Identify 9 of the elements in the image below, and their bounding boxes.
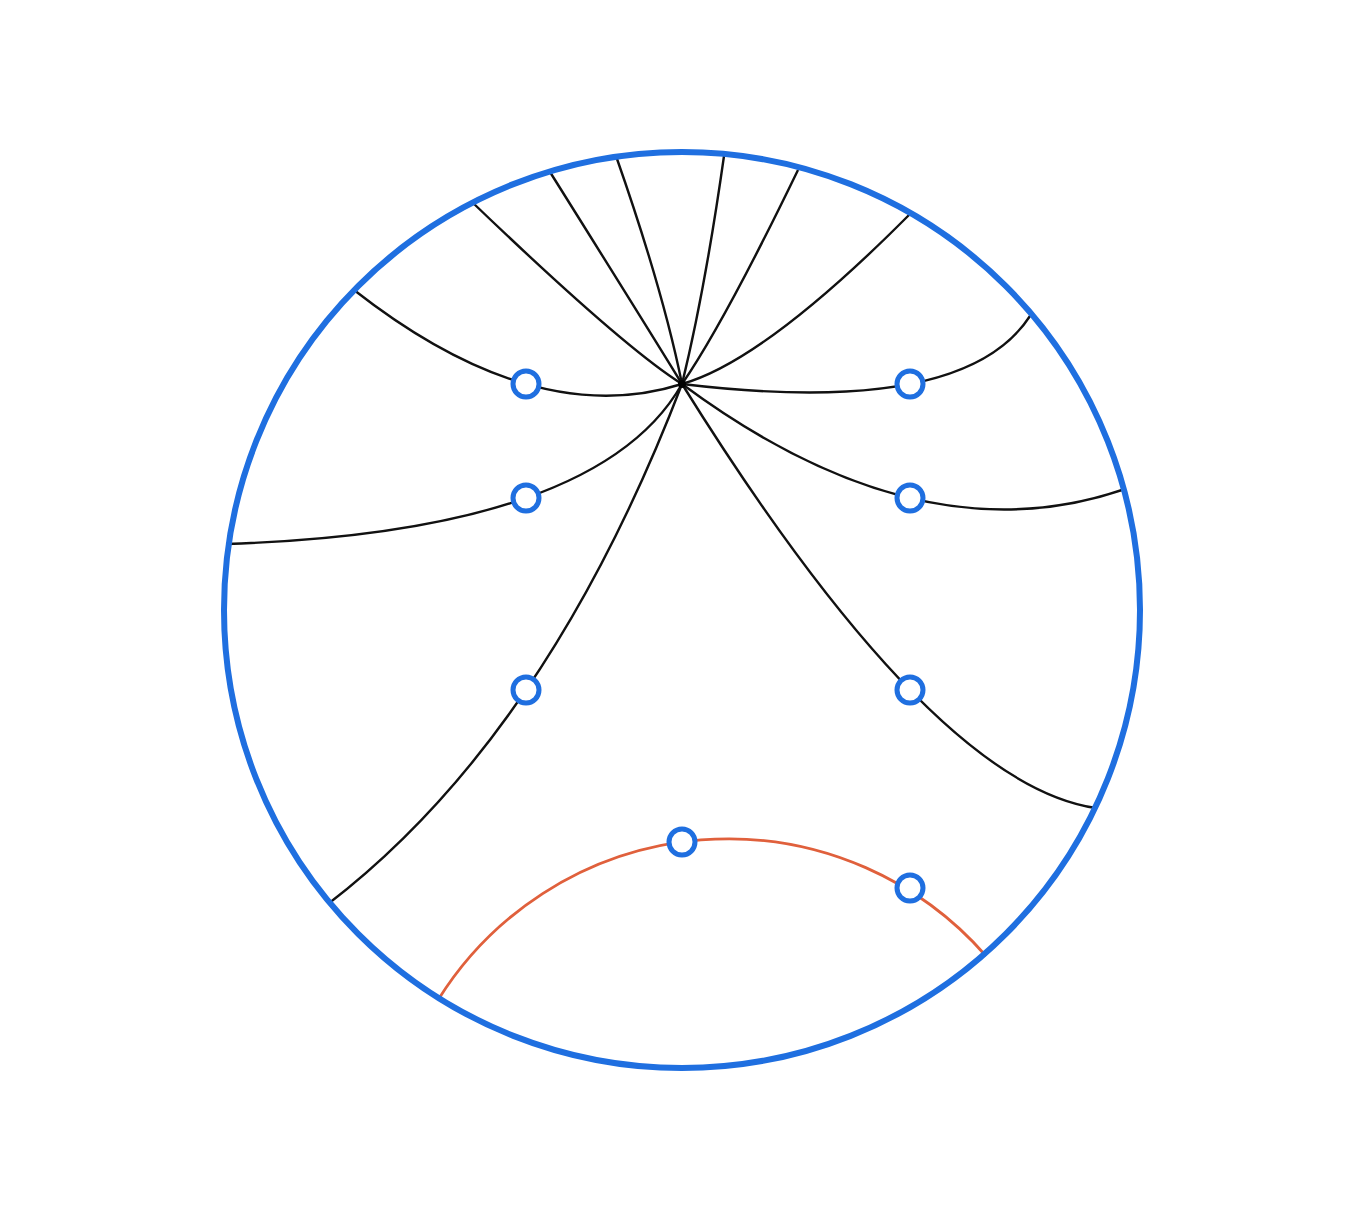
marker-circle [666, 826, 698, 858]
marker-circle [894, 368, 926, 400]
marker-circle [894, 872, 926, 904]
marker-circle [510, 674, 542, 706]
marker-circle [510, 368, 542, 400]
marker-circle [894, 674, 926, 706]
marker-circle [510, 482, 542, 514]
marker-circle [894, 482, 926, 514]
disk-circle [221, 149, 1143, 1071]
